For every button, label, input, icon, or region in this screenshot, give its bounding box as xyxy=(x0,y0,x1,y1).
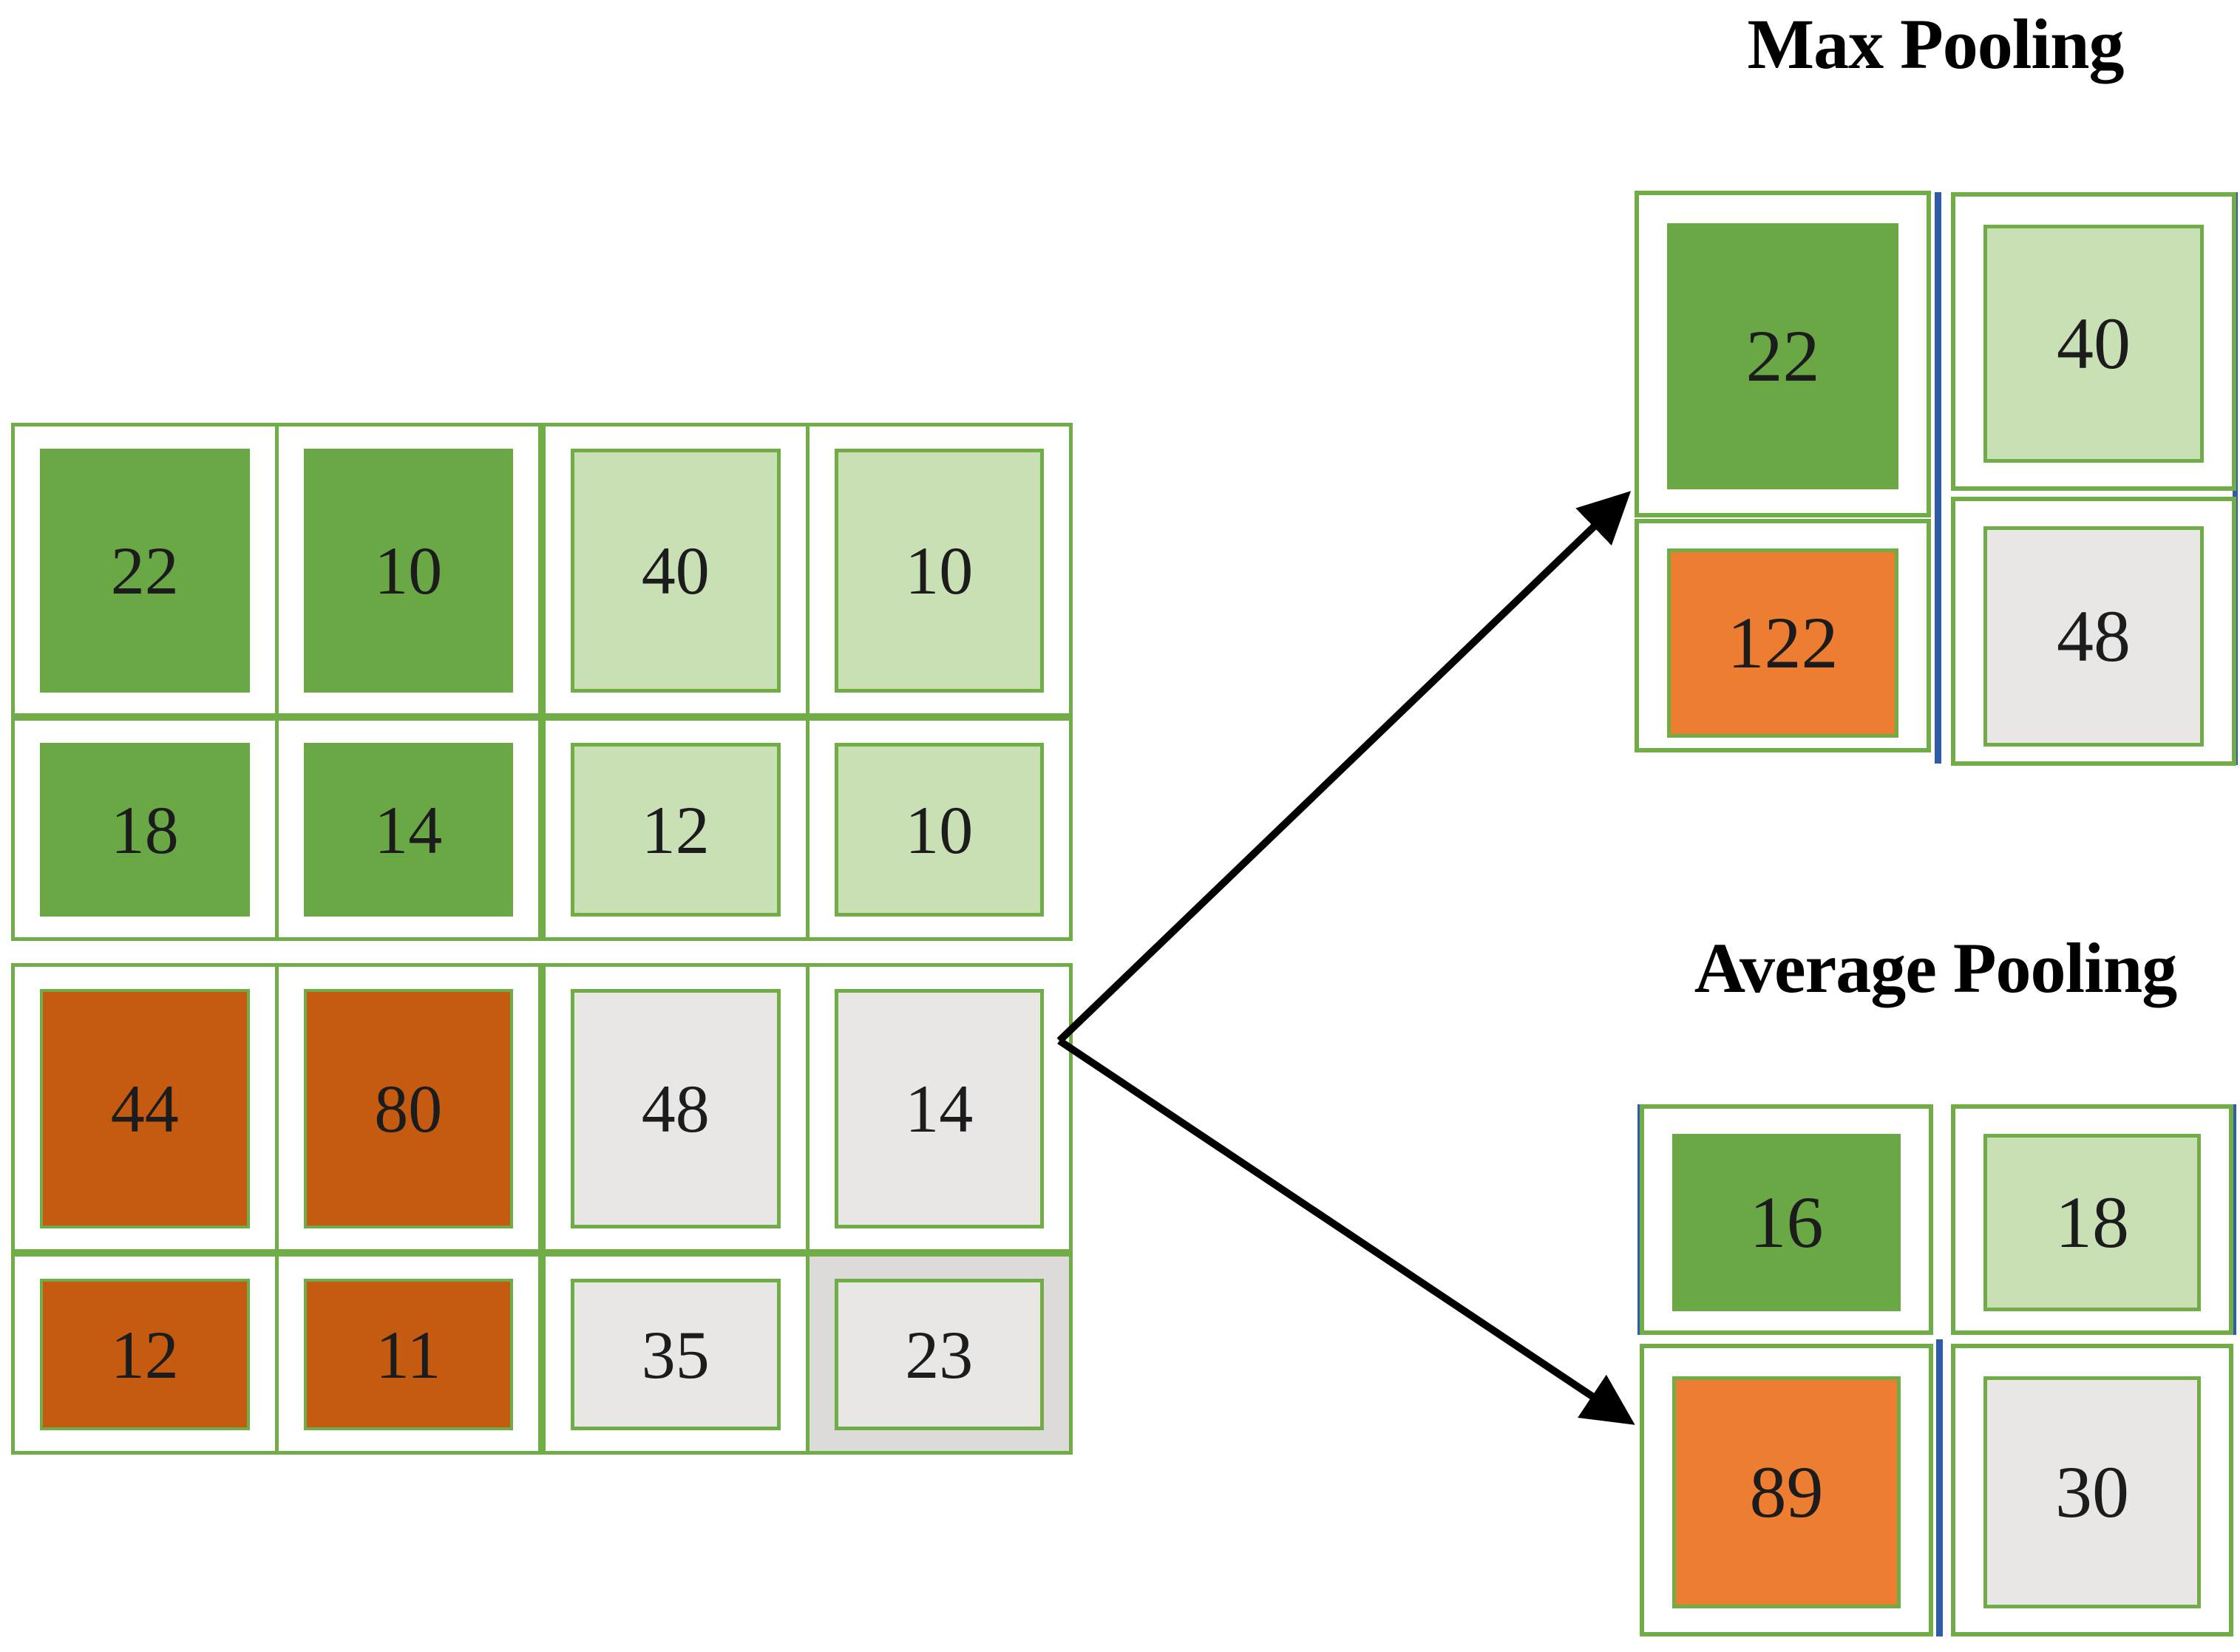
input-cell-r0c0: 22 xyxy=(15,426,275,713)
value-square: 80 xyxy=(303,989,513,1228)
input-cell-r0c2: 40 xyxy=(546,426,806,713)
value-square: 18 xyxy=(1983,1134,2201,1311)
max-pooling-grid: 22 122 40 48 xyxy=(1635,191,2240,771)
input-cell-r3c0: 12 xyxy=(15,1257,275,1451)
input-cell-r0c1: 10 xyxy=(274,426,539,713)
value-square: 122 xyxy=(1667,548,1898,738)
arrow-to-max-pooling xyxy=(1056,491,1632,1044)
value-square: 30 xyxy=(1983,1376,2201,1608)
quadrant-bottom-left: 44 80 12 11 xyxy=(11,963,542,1455)
max-cell-r0c0: 22 xyxy=(1635,191,1931,517)
value-square: 18 xyxy=(40,743,250,917)
avg-cell-r0c1: 18 xyxy=(1951,1104,2233,1335)
value-square: 48 xyxy=(571,989,781,1228)
input-feature-map: 22 10 18 14 40 1 xyxy=(11,423,1073,1455)
input-row: 12 11 xyxy=(11,1253,542,1455)
input-cell-r1c3: 10 xyxy=(805,721,1070,937)
quadrant-top-left: 22 10 18 14 xyxy=(11,423,542,941)
value-square: 22 xyxy=(1667,223,1898,489)
divider-blue-line xyxy=(1935,192,1941,764)
input-row: 44 80 xyxy=(11,963,542,1253)
input-row: 12 10 xyxy=(542,717,1073,941)
input-cell-r0c3: 10 xyxy=(805,426,1070,713)
value-square: 44 xyxy=(40,989,250,1228)
value-square: 22 xyxy=(40,449,250,693)
divider-blue-line xyxy=(1936,1339,1943,1636)
value-square: 89 xyxy=(1672,1376,1901,1608)
input-row: 22 10 xyxy=(11,423,542,717)
value-square: 10 xyxy=(834,743,1044,917)
edge-blue-line xyxy=(2231,1104,2236,1335)
value-square: 35 xyxy=(571,1279,781,1430)
input-row: 18 14 xyxy=(11,717,542,941)
input-cell-r2c2: 48 xyxy=(546,967,806,1249)
max-cell-r0c1: 40 xyxy=(1951,192,2236,491)
input-cell-r2c0: 44 xyxy=(15,967,275,1249)
value-square: 14 xyxy=(834,989,1044,1228)
input-cell-r1c1: 14 xyxy=(274,721,539,937)
input-cell-r1c0: 18 xyxy=(15,721,275,937)
input-cell-r3c1: 11 xyxy=(274,1257,539,1451)
value-square: 23 xyxy=(834,1279,1044,1430)
value-square: 40 xyxy=(1983,225,2204,463)
average-pooling-title: Average Pooling xyxy=(1694,928,2177,1007)
value-square: 11 xyxy=(303,1279,513,1430)
input-cell-r2c3: 14 xyxy=(805,967,1070,1249)
quadrant-bottom-right: 48 14 35 23 xyxy=(542,963,1073,1455)
avg-cell-r0c0: 16 xyxy=(1640,1104,1933,1335)
value-square: 10 xyxy=(303,449,513,693)
value-square: 12 xyxy=(40,1279,250,1430)
average-pooling-grid: 16 89 18 30 xyxy=(1637,1104,2240,1640)
value-square: 16 xyxy=(1672,1134,1901,1311)
value-square: 14 xyxy=(303,743,513,917)
value-square: 48 xyxy=(1983,526,2204,747)
value-square: 10 xyxy=(834,449,1044,693)
input-cell-r3c3: 23 xyxy=(805,1257,1069,1451)
input-cell-r2c1: 80 xyxy=(274,967,539,1249)
input-row: 35 23 xyxy=(542,1253,1073,1455)
max-pooling-title: Max Pooling xyxy=(1747,4,2125,84)
input-row: 40 10 xyxy=(542,423,1073,717)
avg-cell-r1c0: 89 xyxy=(1640,1344,1933,1636)
input-cell-r1c2: 12 xyxy=(546,721,806,937)
avg-cell-r1c1: 30 xyxy=(1951,1344,2233,1636)
input-cell-r3c2: 35 xyxy=(546,1257,806,1451)
value-square: 12 xyxy=(571,743,781,917)
value-square: 40 xyxy=(571,449,781,693)
quadrant-top-right: 40 10 12 10 xyxy=(542,423,1073,941)
max-cell-r1c0: 122 xyxy=(1635,519,1931,752)
arrow-to-average-pooling xyxy=(1057,1037,1635,1425)
max-cell-r1c1: 48 xyxy=(1951,497,2236,766)
input-row: 48 14 xyxy=(542,963,1073,1253)
